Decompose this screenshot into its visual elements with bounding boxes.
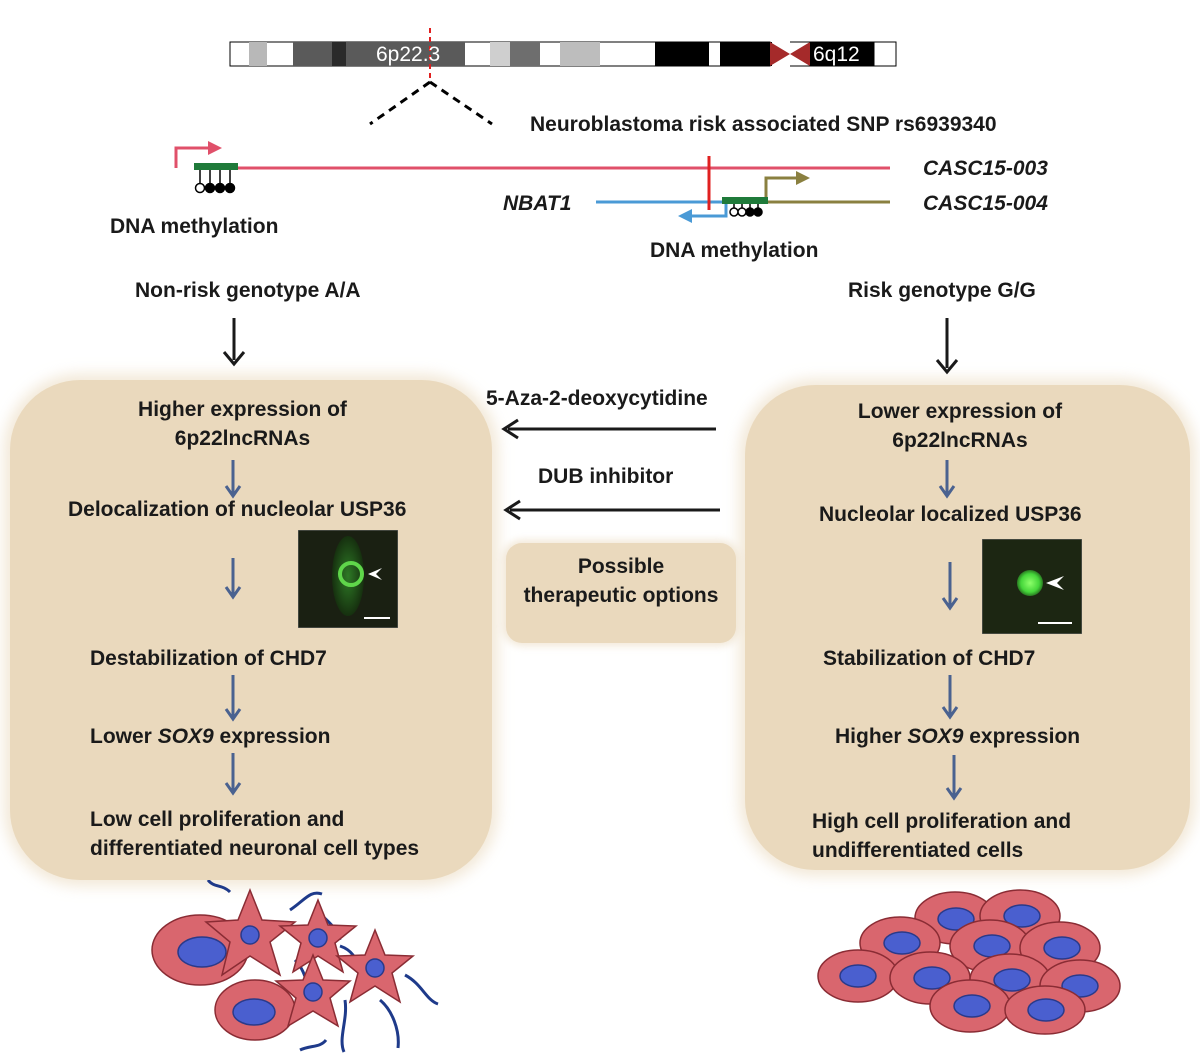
drug2-arrow bbox=[503, 499, 720, 521]
right-chd7: Stabilization of CHD7 bbox=[823, 647, 1036, 670]
methylation-label-left: DNA methylation bbox=[110, 215, 279, 238]
chromosome-bands bbox=[229, 41, 897, 67]
non-risk-pathway-box bbox=[10, 380, 492, 880]
neuron-nucleus bbox=[303, 982, 323, 1002]
methylation-label-right: DNA methylation bbox=[650, 239, 819, 262]
zoom-line-left bbox=[369, 80, 431, 126]
options-line2: therapeutic options bbox=[523, 584, 719, 607]
methylation-lollipops-right bbox=[729, 204, 763, 217]
chromosome-ideogram bbox=[229, 28, 897, 126]
drug2-label: DUB inhibitor bbox=[538, 465, 674, 488]
arrowhead-icon bbox=[1046, 576, 1064, 590]
label-nbat1: NBAT1 bbox=[503, 192, 572, 215]
options-line1: Possible bbox=[577, 555, 665, 578]
left-outcome-line2: differentiated neuronal cell types bbox=[90, 837, 420, 860]
right-flow-arrows bbox=[938, 460, 963, 801]
neuron-nucleus bbox=[365, 958, 385, 978]
snp-label: Neuroblastoma risk associated SNP rs6939… bbox=[530, 113, 997, 136]
left-outcome-line1: Low cell proliferation and bbox=[90, 808, 345, 831]
nbat1-tss-arrow bbox=[690, 202, 728, 218]
label-casc15-004: CASC15-004 bbox=[923, 192, 1048, 215]
right-sox9-gene: SOX9 bbox=[907, 725, 964, 748]
left-chd7: Destabilization of CHD7 bbox=[90, 647, 327, 670]
differentiated-neuronal-cells-illustration bbox=[151, 880, 439, 1053]
left-sox9: Lower SOX9 expression bbox=[90, 725, 331, 748]
micrograph-delocalized-usp36 bbox=[298, 530, 398, 628]
cell-nucleus bbox=[177, 936, 227, 968]
cpg-island-right bbox=[722, 197, 768, 204]
left-expression-line1: Higher expression of bbox=[138, 398, 347, 421]
methylation-lollipops-left bbox=[194, 170, 236, 194]
right-expression-line1: Lower expression of bbox=[857, 400, 1063, 423]
neuron-nucleus bbox=[240, 925, 260, 945]
cell-nucleus bbox=[232, 998, 276, 1026]
label-casc15-003: CASC15-003 bbox=[923, 157, 1048, 180]
zoom-line-right bbox=[429, 80, 493, 126]
right-expression-line2: 6p22lncRNAs bbox=[892, 429, 1028, 452]
band-label-6p22: 6p22.3 bbox=[376, 43, 441, 66]
band-label-6q12: 6q12 bbox=[813, 43, 860, 66]
drug1-label: 5-Aza-2-deoxycytidine bbox=[486, 387, 708, 410]
right-outcome-line1: High cell proliferation and bbox=[812, 810, 1072, 833]
right-sox9: Higher SOX9 expression bbox=[835, 725, 1081, 748]
genotype-non-risk: Non-risk genotype A/A bbox=[135, 279, 361, 302]
genotype-arrow-left bbox=[222, 318, 246, 367]
right-usp36: Nucleolar localized USP36 bbox=[819, 503, 1082, 526]
casc15-004-tss-arrow bbox=[764, 176, 798, 202]
undifferentiated-cells-cluster-illustration bbox=[817, 889, 1121, 1035]
left-expression-line2: 6p22lncRNAs bbox=[174, 427, 311, 450]
flow-arrows bbox=[222, 318, 963, 801]
micrograph-nucleolar-usp36 bbox=[982, 539, 1082, 634]
neuron-nucleus bbox=[308, 928, 328, 948]
arrowhead-icon bbox=[368, 568, 382, 580]
left-flow-arrows bbox=[224, 460, 242, 796]
cpg-island-left bbox=[194, 163, 238, 170]
genotype-risk: Risk genotype G/G bbox=[848, 279, 1036, 302]
gene-locus-diagram bbox=[174, 141, 890, 223]
left-usp36: Delocalization of nucleolar USP36 bbox=[68, 498, 407, 521]
therapeutic-options-box bbox=[506, 543, 736, 643]
drug1-arrow bbox=[501, 418, 716, 440]
left-sox9-gene: SOX9 bbox=[157, 725, 214, 748]
casc15-003-tss-arrow bbox=[174, 146, 210, 168]
risk-pathway-box bbox=[745, 385, 1190, 870]
right-outcome-line2: undifferentiated cells bbox=[812, 839, 1024, 862]
cell-cluster bbox=[817, 889, 1121, 1035]
genotype-arrow-right bbox=[935, 318, 959, 375]
